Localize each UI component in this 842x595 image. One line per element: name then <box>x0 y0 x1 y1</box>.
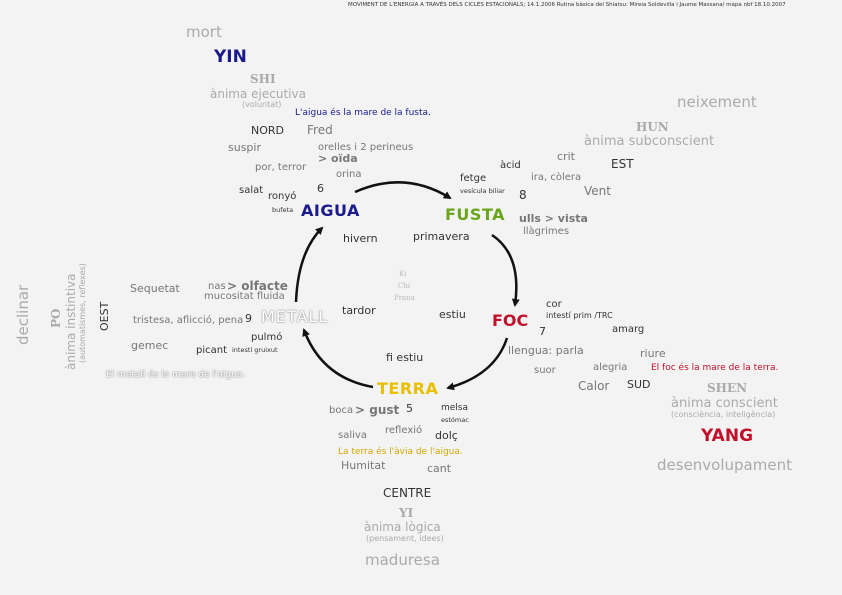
fusta-ulls: ulls > vista <box>519 212 588 225</box>
declinar-label: declinar <box>14 284 32 345</box>
terra-season: fi estiu <box>386 351 424 364</box>
fusta-season: primavera <box>413 230 470 243</box>
yi-anima: ànima lògica <box>364 520 441 534</box>
terra-centre: CENTRE <box>383 486 432 500</box>
aigua-fred: Fred <box>307 123 333 137</box>
terra-humitat: Humitat <box>341 459 386 472</box>
foc-intesti: intestí prim /TRC <box>546 311 613 320</box>
metall-mucositat: mucositat fluida <box>204 291 285 302</box>
foc-llengua: llengua: parla <box>508 344 584 357</box>
fusta-vesicula: vesícula biliar <box>460 187 505 195</box>
arrow-foc-to-terra <box>446 337 509 391</box>
terra-boca: boca <box>329 405 354 416</box>
foc-amarg: amarg <box>612 324 645 335</box>
metall-tristesa: tristesa, aflicció, pena <box>133 315 244 326</box>
aigua-por: por, terror <box>255 162 307 173</box>
yang-label: YANG <box>701 426 754 446</box>
foc-element: FOC <box>492 311 529 330</box>
shi-label: SHI <box>250 72 276 86</box>
foc-season: estiu <box>439 308 466 321</box>
aigua-proverb: L'aigua és la mare de la fusta. <box>295 108 431 118</box>
metall-gemec: gemec <box>131 339 169 352</box>
terra-saliva: saliva <box>338 430 367 441</box>
terra-melsa: melsa <box>441 403 469 413</box>
foc-sud: SUD <box>627 378 651 391</box>
fusta-element: FUSTA <box>445 205 505 224</box>
po-label: PO <box>49 308 63 328</box>
foc-calor: Calor <box>578 379 610 393</box>
aigua-orelles: orelles i 2 perineus <box>318 142 414 153</box>
fusta-fetge: fetge <box>460 173 487 184</box>
aigua-oida: > oïda <box>318 152 358 165</box>
foc-riure: riure <box>640 347 666 360</box>
terra-element: TERRA <box>377 379 439 398</box>
terra-gust: > gust <box>355 403 400 417</box>
aigua-bufeta: bufeta <box>272 206 294 214</box>
arrow-metall-to-aigua <box>294 226 324 303</box>
metall-season: tardor <box>342 304 376 317</box>
aigua-salat: salat <box>239 185 264 196</box>
fusta-ira: ira, còlera <box>531 172 582 183</box>
neixement-label: neixement <box>677 93 757 111</box>
arrow-terra-to-metall <box>302 328 374 389</box>
metall-nas: nas <box>208 281 226 292</box>
hun-label: HUN <box>636 120 669 134</box>
arrow-fusta-to-foc <box>491 233 520 307</box>
terra-dolc: dolç <box>435 429 458 442</box>
terra-proverb: La terra és l'àvia de l'aigua. <box>338 447 463 457</box>
yin-label: YIN <box>214 47 247 67</box>
aigua-orina: orina <box>336 169 362 180</box>
fusta-llagrimes: llàgrimes <box>523 226 570 237</box>
header-caption: MOVIMENT DE L'ENERGIA A TRAVÉS DELS CICL… <box>348 2 786 8</box>
west-oest: OEST <box>98 301 111 331</box>
shen-note: (consciència, inteligència) <box>671 410 776 419</box>
aigua-suspir: suspir <box>228 141 261 154</box>
metall-proverb: El metall és la mare de l'aigua. <box>106 370 246 380</box>
terra-number: 5 <box>406 402 413 415</box>
metall-intesti: intestí gruixut <box>232 346 278 354</box>
desenvolupament-label: desenvolupament <box>657 456 792 474</box>
center-chi: Chi <box>398 282 411 290</box>
hun-anima: ànima subconscient <box>584 134 715 149</box>
foc-cor: cor <box>546 299 562 310</box>
aigua-element: AIGUA <box>301 201 360 220</box>
metall-olfacte: > olfacte <box>227 279 288 293</box>
metall-number: 9 <box>245 312 252 325</box>
fusta-est: EST <box>611 157 634 171</box>
aigua-number: 6 <box>317 182 324 195</box>
po-anima: ànima instintiva <box>64 273 78 370</box>
foc-proverb: El foc és la mare de la terra. <box>651 363 779 373</box>
yi-note: (pensament, idees) <box>366 534 444 543</box>
yi-label: YI <box>399 506 414 520</box>
fusta-vent: Vent <box>584 184 611 198</box>
terra-estomac: estómac <box>441 416 469 424</box>
foc-number: 7 <box>539 325 546 338</box>
terra-reflexio: reflexió <box>385 425 423 436</box>
mort-label: mort <box>186 23 222 41</box>
foc-alegria: alegria <box>593 362 628 373</box>
foc-suor: suor <box>534 365 556 376</box>
po-note: (automatismes, reflexes) <box>78 263 87 363</box>
shi-note: (voluntat) <box>242 100 282 109</box>
metall-picant: picant <box>196 345 228 356</box>
aigua-season: hivern <box>343 232 378 245</box>
shen-anima: ànima conscient <box>671 396 778 411</box>
center-ki: Ki <box>399 270 407 278</box>
aigua-ronyo: ronyó <box>268 191 297 202</box>
fusta-number: 8 <box>519 188 527 202</box>
metall-element: METALL <box>261 307 329 326</box>
metall-pulmo: pulmó <box>251 332 283 343</box>
metall-sequetat: Sequetat <box>130 282 180 295</box>
aigua-nord: NORD <box>251 124 284 137</box>
terra-cant: cant <box>427 462 452 475</box>
fusta-crit: crit <box>557 150 575 163</box>
arrow-aigua-to-fusta <box>354 181 452 200</box>
fusta-acid: àcid <box>500 160 521 171</box>
shen-label: SHEN <box>707 381 748 395</box>
center-prana: Prana <box>394 294 415 302</box>
shi-anima: ànima ejecutiva <box>210 87 306 101</box>
maduresa-label: maduresa <box>365 551 440 569</box>
